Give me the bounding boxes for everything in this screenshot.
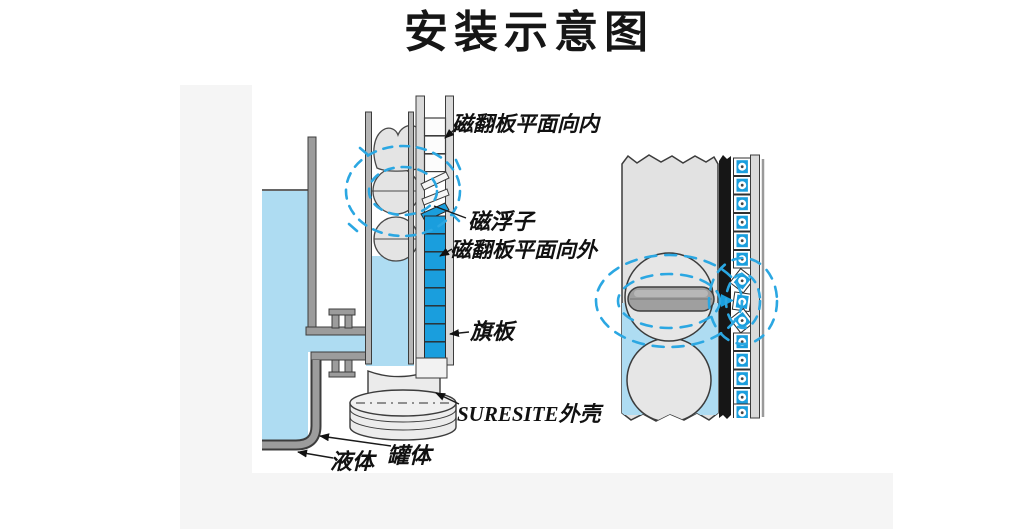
detail-flap <box>730 267 755 294</box>
detail-view <box>594 154 779 422</box>
left-margin-band <box>180 85 252 473</box>
detail-flap <box>733 213 751 232</box>
rail-left <box>415 95 425 366</box>
leader-tank <box>319 433 392 447</box>
tank-wall-lower <box>262 360 320 449</box>
leader-flap-inward <box>444 121 464 139</box>
detail-tube-interior <box>622 252 718 421</box>
detail-flap <box>733 231 751 250</box>
flaps-facing-outward <box>424 215 446 361</box>
label-tank-body: 罐体 <box>387 443 435 468</box>
detail-black-strip <box>719 155 731 419</box>
tank-liquid <box>262 190 308 445</box>
flap-blue <box>424 233 446 253</box>
magnet-highlight <box>634 290 708 297</box>
flap-white <box>423 135 447 155</box>
flap-blue <box>424 269 446 289</box>
rail-foot <box>415 357 448 379</box>
flap-white <box>423 153 447 173</box>
chamber-liquid <box>366 256 414 366</box>
flaps-facing-inward <box>423 117 447 173</box>
leader-flag-plate <box>449 329 470 338</box>
chamber-wall-right <box>408 111 414 365</box>
leader-housing <box>435 392 460 405</box>
detail-flap <box>733 351 751 370</box>
detail-flap <box>733 194 751 213</box>
flap-blue <box>424 305 446 325</box>
flange-bolt <box>331 314 340 329</box>
flange-cap-bottom <box>328 371 356 378</box>
diagram-title: 安装示意图 <box>404 8 654 57</box>
flange-bolt <box>344 314 353 329</box>
leader-lines <box>297 121 470 459</box>
detail-rail <box>750 154 760 419</box>
chamber-wall-left <box>365 111 372 365</box>
flange-bolt <box>331 359 340 374</box>
detail-flap <box>733 157 751 176</box>
detail-flap <box>733 388 751 407</box>
label-housing: SURESITE外壳 <box>457 402 605 426</box>
tank-wall-upper <box>307 136 317 328</box>
detail-flap <box>733 369 751 388</box>
bottom-band <box>180 473 893 529</box>
pipe-liquid <box>306 335 368 352</box>
label-flap-inward: 磁翻板平面向内 <box>452 112 601 136</box>
level-pointer-arrow <box>721 294 734 307</box>
flap-blue <box>424 323 446 343</box>
tank-and-gauge-view <box>262 95 462 451</box>
flap-blue <box>424 341 446 361</box>
magnetic-field-lines-detail <box>594 253 779 349</box>
detail-lower-ball <box>626 337 712 421</box>
pipe-wall-bottom <box>310 351 369 361</box>
detail-flap <box>733 403 751 418</box>
label-liquid: 液体 <box>330 449 378 474</box>
leader-flap-outward <box>439 248 453 257</box>
flap-white <box>423 117 447 137</box>
flange-bolt <box>344 359 353 374</box>
leader-liquid <box>297 449 334 459</box>
flap-blue <box>424 287 446 307</box>
leader-float <box>433 205 467 219</box>
detail-flap <box>733 176 751 195</box>
flange-cap-top <box>328 308 356 316</box>
detail-flap <box>733 332 751 351</box>
label-flap-outward: 磁翻板平面向外 <box>450 238 599 262</box>
detail-flap-column <box>730 157 755 418</box>
base-ring <box>349 416 457 431</box>
detail-flap <box>730 307 755 334</box>
label-flag-plate: 旗板 <box>469 319 518 344</box>
base-ring <box>349 408 457 423</box>
label-magnetic-float: 磁浮子 <box>468 209 536 234</box>
magnetic-field-lines <box>344 144 462 238</box>
